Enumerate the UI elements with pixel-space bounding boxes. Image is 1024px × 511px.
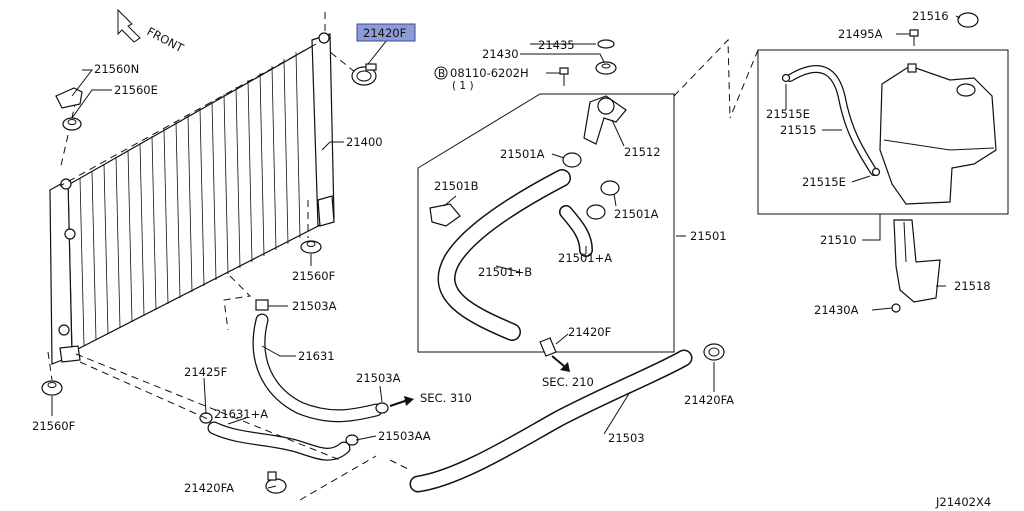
- highlight-box: [356, 23, 416, 42]
- label-21515e-top[interactable]: 21515E: [766, 107, 810, 121]
- mount-21560f-mid-icon: [300, 240, 322, 254]
- hose-21503-icon: [409, 349, 693, 493]
- label-21501a-hose[interactable]: 21501+A: [558, 251, 612, 265]
- clamp-21420f-mid-icon: [539, 337, 557, 357]
- label-21631[interactable]: 21631: [298, 349, 335, 363]
- hose-clamp-top-icon: [351, 63, 377, 86]
- label-21420fa-bot[interactable]: 21420FA: [184, 481, 234, 495]
- label-bolt-b: B: [438, 68, 445, 80]
- bolt-icon: [559, 67, 569, 86]
- label-bolt-code[interactable]: 08110-6202H: [450, 66, 529, 80]
- label-21501b-hose[interactable]: 21501+B: [478, 265, 532, 279]
- label-21503[interactable]: 21503: [608, 431, 645, 445]
- bolt-b-circle-icon: [434, 66, 448, 80]
- cap-21430-icon: [595, 61, 617, 75]
- label-21516[interactable]: 21516: [912, 9, 949, 23]
- label-21501b[interactable]: 21501B: [434, 179, 479, 193]
- mount-21560e-icon: [62, 117, 82, 131]
- label-21560e[interactable]: 21560E: [114, 83, 158, 97]
- label-21400[interactable]: 21400: [346, 135, 383, 149]
- clamp-21515e-top-icon: [781, 73, 791, 83]
- mount-21560n-icon: [55, 87, 83, 109]
- clamp-21503a-top-icon: [255, 299, 269, 311]
- reservoir-group-box: [757, 49, 1009, 215]
- label-bolt-qty: ( 1 ): [452, 80, 474, 92]
- label-21510[interactable]: 21510: [820, 233, 857, 247]
- front-label: FRONT: [145, 24, 187, 55]
- clamp-21420fa-bot-icon: [265, 471, 287, 494]
- label-21503a-top[interactable]: 21503A: [292, 299, 337, 313]
- label-21631a[interactable]: 21631+A: [214, 407, 268, 421]
- label-21501[interactable]: 21501: [690, 229, 727, 243]
- label-21495a[interactable]: 21495A: [838, 27, 883, 41]
- label-sec-310[interactable]: SEC. 310: [420, 391, 472, 405]
- label-21560f-bot[interactable]: 21560F: [32, 419, 75, 433]
- label-21515[interactable]: 21515: [780, 123, 817, 137]
- hose-21501b-icon: [437, 169, 571, 341]
- label-sec-210[interactable]: SEC. 210: [542, 375, 594, 389]
- label-21420f-mid[interactable]: 21420F: [568, 325, 611, 339]
- label-21430[interactable]: 21430: [482, 47, 519, 61]
- label-21435[interactable]: 21435: [538, 38, 575, 52]
- label-21560f-mid[interactable]: 21560F: [292, 269, 335, 283]
- label-21420fa-right[interactable]: 21420FA: [684, 393, 734, 407]
- clamp-21501a-left-icon: [562, 152, 582, 168]
- label-21420f-top[interactable]: 21420F: [363, 26, 406, 40]
- reservoir-cap-21516-icon: [957, 12, 979, 28]
- upper-hose-group-box: [417, 93, 675, 353]
- label-21515e-bot[interactable]: 21515E: [802, 175, 846, 189]
- front-arrow-icon: [117, 8, 141, 43]
- diagram-code: J21402X4: [935, 495, 991, 509]
- bolt-21430a-icon: [891, 303, 901, 313]
- label-21503a-mid[interactable]: 21503A: [356, 371, 401, 385]
- hose-21515-icon: [786, 65, 878, 176]
- clamp-21503a-mid-icon: [375, 402, 389, 414]
- hose-21631-icon: [252, 313, 383, 423]
- clamp-21501b-icon: [429, 203, 461, 227]
- reservoir-tank-icon: [879, 63, 997, 205]
- clamp-21420fa-right-icon: [703, 343, 725, 361]
- label-21560n[interactable]: 21560N: [94, 62, 139, 76]
- bracket-21518-icon: [893, 219, 941, 303]
- label-21503aa[interactable]: 21503AA: [378, 429, 431, 443]
- label-21425f[interactable]: 21425F: [184, 365, 227, 379]
- label-21501a-left[interactable]: 21501A: [500, 147, 545, 161]
- label-21518[interactable]: 21518: [954, 279, 991, 293]
- radiator-icon: [49, 32, 335, 365]
- label-21501a-right[interactable]: 21501A: [614, 207, 659, 221]
- clamp-21501a-right-icon: [600, 180, 620, 196]
- filler-neck-21512-icon: [583, 95, 627, 145]
- hose-21631a-icon: [207, 421, 351, 461]
- cap-21435-icon: [597, 39, 615, 49]
- bolt-21495a-icon: [909, 29, 919, 46]
- label-21430a[interactable]: 21430A: [814, 303, 859, 317]
- clamp-21515e-bot-icon: [871, 167, 881, 177]
- hose-21501a-icon: [559, 204, 606, 257]
- label-21512[interactable]: 21512: [624, 145, 661, 159]
- mount-21560f-bot-icon: [41, 380, 63, 396]
